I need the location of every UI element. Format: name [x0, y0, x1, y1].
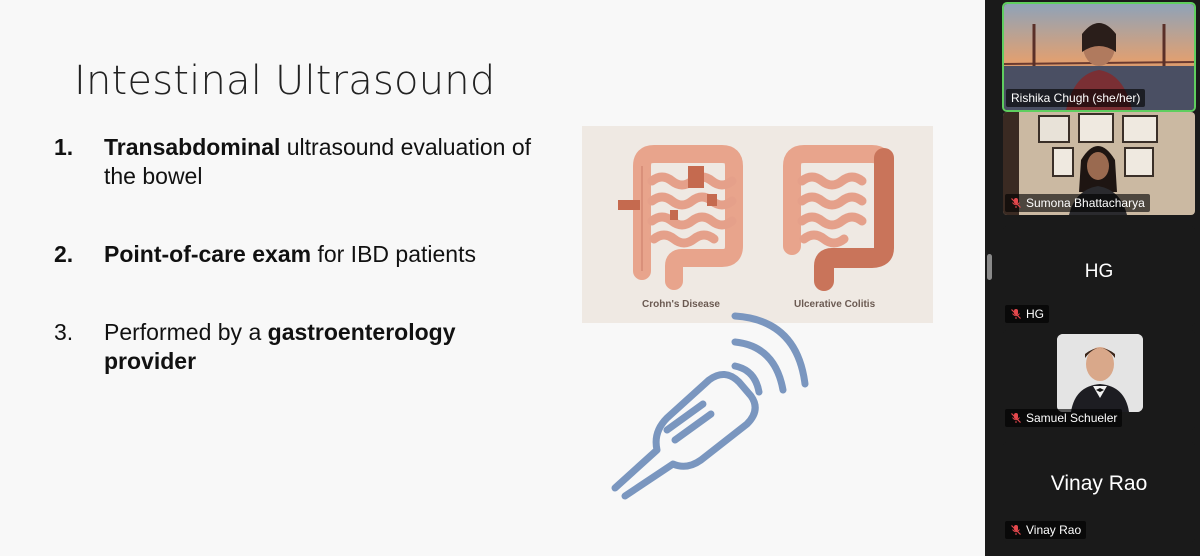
bullet-bold-text: gastroenterology provider	[104, 319, 456, 374]
crohns-colon-drawing	[618, 145, 743, 290]
bullet-text: Point-of-care exam for IBD patients	[104, 240, 564, 269]
bullet-bold-text: Transabdominal	[104, 134, 281, 160]
bullet-rest-text: ultrasound evaluation of the bowel	[104, 134, 531, 189]
avatar	[1057, 334, 1143, 412]
participant-initials: Vinay Rao	[1050, 472, 1148, 495]
bullet-rest-text: for IBD patients	[311, 241, 476, 267]
participant-name: HG	[1026, 307, 1044, 321]
uc-caption: Ulcerative Colitis	[794, 299, 876, 310]
colon-illustration: Crohn's Disease Ulcerative Colitis	[582, 126, 933, 323]
participant-name-tag: Vinay Rao	[1005, 521, 1087, 539]
slide-title: Intestinal Ultrasound	[74, 58, 496, 104]
participant-name: Samuel Schueler	[1026, 411, 1118, 425]
uc-colon-drawing	[783, 145, 894, 291]
bullet-lead-text: Performed by a	[104, 319, 268, 345]
participant-name: Vinay Rao	[1026, 523, 1082, 537]
avatar-photo	[1057, 334, 1143, 412]
participant-name-tag: Samuel Schueler	[1005, 409, 1123, 427]
bullet-number: 3.	[54, 319, 74, 345]
bullet-number: 1.	[54, 134, 74, 160]
bullet-bold-text: Point-of-care exam	[104, 241, 312, 267]
microphone-muted-icon	[1011, 198, 1021, 208]
participant-name: Sumona Bhattacharya	[1026, 196, 1145, 210]
participant-name-tag: Sumona Bhattacharya	[1005, 194, 1150, 212]
bullet-text: Transabdominal ultrasound evaluation of …	[104, 133, 564, 191]
crohns-caption: Crohn's Disease	[642, 299, 720, 310]
microphone-muted-icon	[1011, 309, 1021, 319]
microphone-muted-icon	[1011, 525, 1021, 535]
colon-diagram-icon	[618, 145, 894, 291]
bullet-text: Performed by a gastroenterology provider	[104, 318, 504, 376]
participant-tile-vinay[interactable]: Vinay Rao Vinay Rao	[1003, 442, 1195, 542]
participant-initials: HG	[1084, 261, 1114, 282]
ultrasound-probe-icon	[611, 312, 809, 500]
participant-tile-rishika[interactable]: Rishika Chugh (she/her)	[1002, 2, 1196, 112]
participant-tile-sumona[interactable]: Sumona Bhattacharya	[1003, 112, 1195, 215]
shared-slide: Intestinal Ultrasound 1. Transabdominal …	[0, 0, 985, 556]
bullet-number: 2.	[54, 241, 74, 267]
panel-resize-handle[interactable]	[987, 254, 992, 280]
participant-tile-hg[interactable]: HG HG	[1003, 226, 1195, 326]
participant-name-tag: HG	[1005, 305, 1049, 323]
participant-name-tag: Rishika Chugh (she/her)	[1006, 89, 1146, 107]
microphone-muted-icon	[1011, 413, 1021, 423]
participant-name: Rishika Chugh (she/her)	[1011, 91, 1141, 105]
participant-tile-samuel[interactable]: Samuel Schueler	[1003, 330, 1195, 430]
